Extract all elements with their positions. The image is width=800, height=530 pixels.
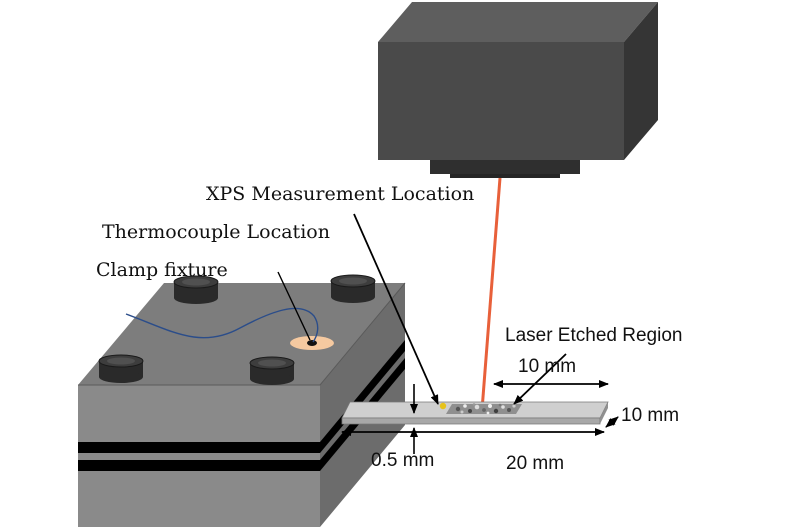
- thermocouple-label: Thermocouple Location: [102, 221, 330, 243]
- knob-back-right: [330, 274, 376, 303]
- laser-etched-texture: [446, 403, 522, 415]
- laser-beam: [480, 177, 502, 411]
- fixture-stripe-1: [78, 442, 320, 453]
- laser-region-pointer-line: [513, 353, 567, 405]
- sample-bar: [341, 401, 609, 425]
- laser-housing: [378, 2, 658, 178]
- laser-housing-top: [378, 2, 658, 42]
- width-dimension-label: 10 mm: [621, 405, 679, 426]
- knob-back-left: [173, 275, 219, 304]
- fixture-top-edge: [78, 282, 406, 386]
- knob-front-right: [249, 356, 295, 385]
- thermocouple-wire: [125, 307, 319, 343]
- fixture-stripe-2: [78, 460, 320, 471]
- laser-etched-region-label: Laser Etched Region: [505, 325, 682, 346]
- fixture-knobs: [98, 274, 376, 385]
- thickness-dimension-label: 0.5 mm: [371, 450, 434, 471]
- clamp-fixture-label: Clamp fixture: [96, 259, 228, 281]
- thermocouple-pointer-line: [277, 271, 311, 341]
- thermocouple-point: [307, 340, 317, 346]
- laser-housing-front: [378, 42, 624, 160]
- xps-measurement-label: XPS Measurement Location: [206, 183, 474, 205]
- fixture-top-face: [78, 283, 405, 385]
- laser-housing-side: [624, 2, 658, 160]
- knob-front-left: [98, 354, 144, 383]
- laser-lens-mount: [430, 160, 580, 174]
- laser-lens-mount-base: [450, 174, 560, 178]
- fixture-front-face: [78, 385, 320, 527]
- xps-pointer-line: [353, 213, 439, 405]
- length-dimension-label: 20 mm: [506, 453, 564, 474]
- etched-length-dimension-label: 10 mm: [518, 356, 576, 377]
- dimension-width: [605, 416, 619, 428]
- fixture-side-stripe-1: [320, 340, 405, 453]
- sample-front: [341, 417, 601, 425]
- xps-measurement-dot: [439, 402, 447, 410]
- sample-side: [600, 402, 608, 424]
- clamp-fixture: [78, 282, 406, 527]
